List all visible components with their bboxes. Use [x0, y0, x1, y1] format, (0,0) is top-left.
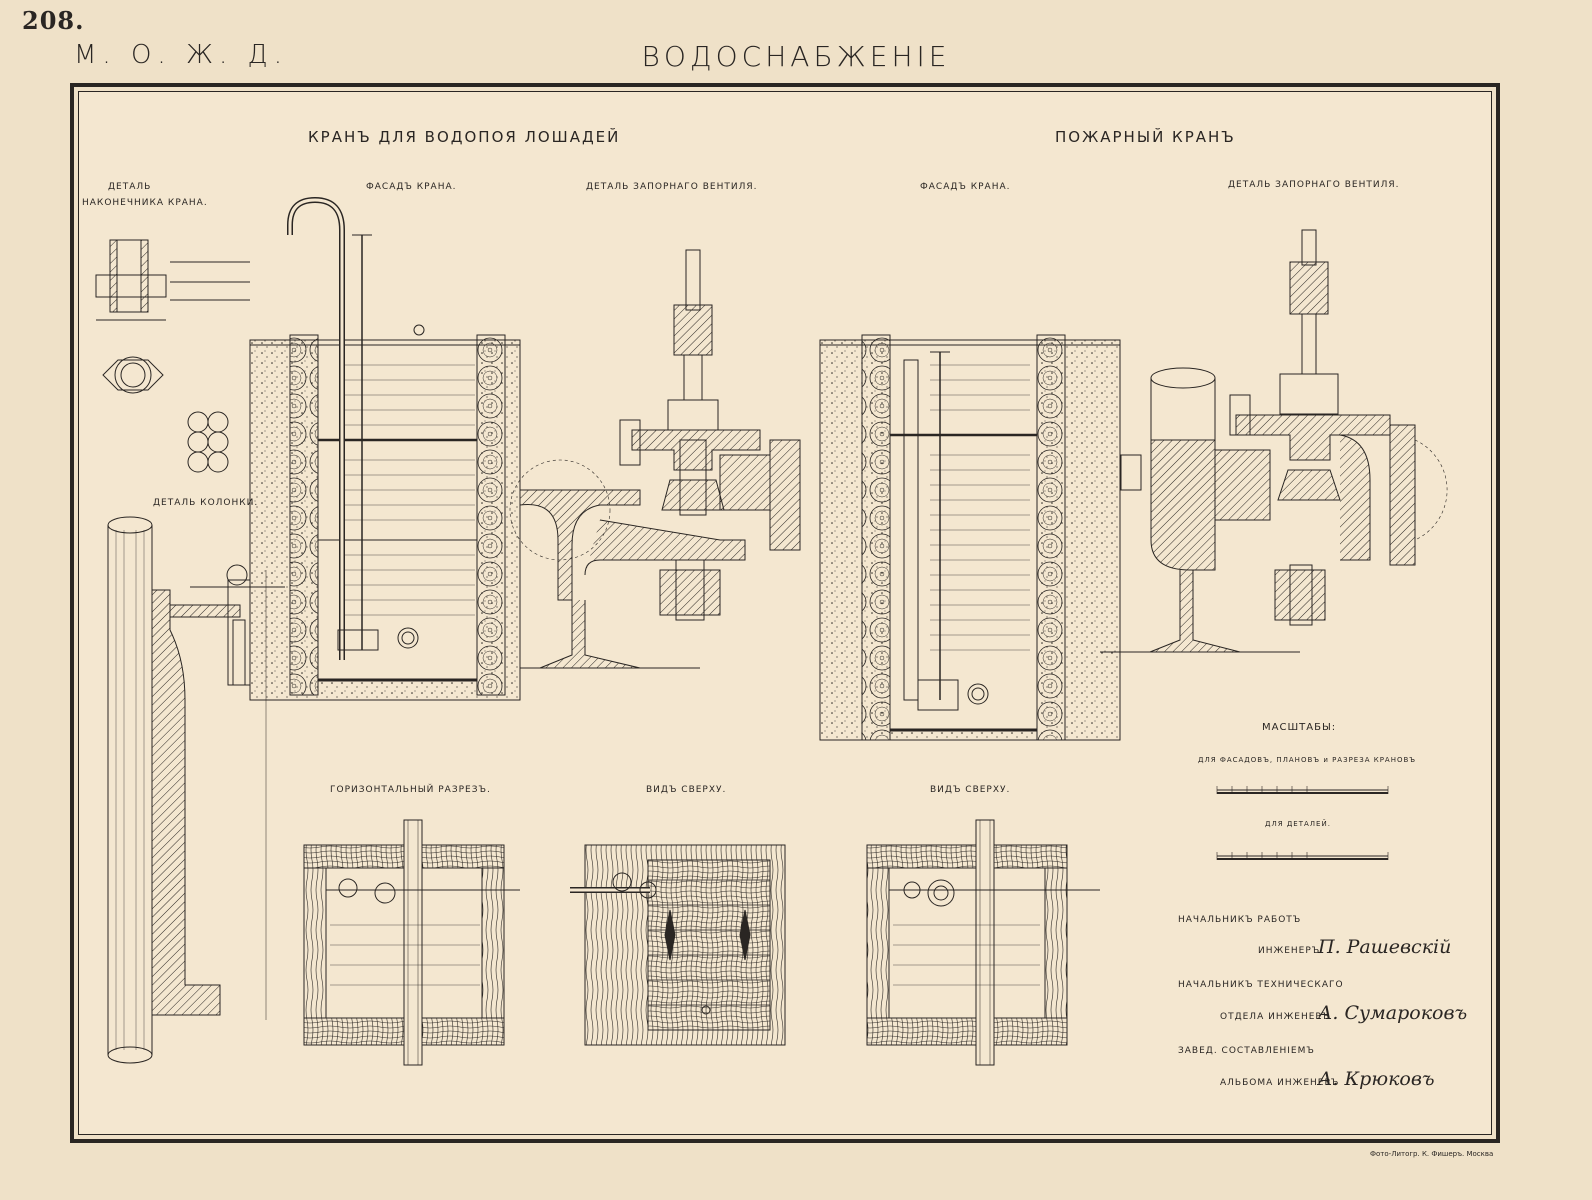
signature-engineer-3-title: АЛЬБОМА ИНЖЕНЕРЪ — [1220, 1078, 1340, 1088]
caption-facade-left: ФАСАДЪ КРАНА. — [366, 182, 457, 192]
fire-hydrant-pit — [819, 334, 1121, 741]
horizontal-section-drawing — [303, 819, 520, 1066]
outer-frame — [70, 83, 1500, 1143]
signature-engineer-1-name: П. Рашевскiй — [1318, 936, 1452, 958]
page-number: 208. — [22, 6, 85, 35]
section-title-horse-tap: КРАНЪ ДЛЯ ВОДОПОЯ ЛОШАДЕЙ — [308, 128, 621, 146]
caption-horizontal-section: ГОРИЗОНТАЛЬНЫЙ РАЗРЕЗЪ. — [330, 785, 491, 795]
caption-facade-right: ФАСАДЪ КРАНА. — [920, 182, 1011, 192]
caption-valve-detail-left: ДЕТАЛЬ ЗАПОРНАГО ВЕНТИЛЯ. — [586, 182, 758, 192]
fire-valve-detail — [1100, 229, 1448, 653]
tip-detail-drawing — [95, 239, 250, 473]
horse-tap-pit — [249, 196, 521, 701]
caption-column-detail: ДЕТАЛЬ КОЛОНКИ. — [153, 498, 259, 508]
top-view-1-drawing — [570, 844, 786, 1046]
signature-engineer-1-title: ИНЖЕНЕРЪ — [1258, 946, 1321, 956]
column-detail-drawing — [107, 516, 285, 1064]
top-view-2-drawing — [866, 819, 1100, 1066]
signature-head-technical: НАЧАЛЬНИКЪ ТЕХНИЧЕСКАГО — [1178, 980, 1344, 990]
railway-abbreviation: М. О. Ж. Д. — [74, 40, 288, 70]
signature-engineer-3-name: А. Крюковъ — [1318, 1068, 1435, 1090]
horse-valve-detail — [509, 249, 801, 669]
caption-valve-detail-right: ДЕТАЛЬ ЗАПОРНАГО ВЕНТИЛЯ. — [1228, 180, 1400, 190]
page-title: ВОДОСНАБЖЕНIЕ — [641, 40, 951, 73]
signature-head-of-works: НАЧАЛЬНИКЪ РАБОТЪ — [1178, 915, 1302, 925]
lithographer-credit: Фото-Литогр. К. Фишеръ. Москва — [1370, 1150, 1494, 1158]
caption-top-view-1: ВИДЪ СВЕРХУ. — [646, 785, 727, 795]
scales-title: МАСШТАБЫ: — [1262, 722, 1337, 733]
caption-tip-detail-1: ДЕТАЛЬ — [108, 182, 152, 192]
scale-bars — [1216, 786, 1389, 860]
scale-facades-label: ДЛЯ ФАСАДОВЪ, ПЛАНОВЪ и РАЗРЕЗА КРАНОВЪ — [1198, 756, 1417, 764]
section-title-fire-hydrant: ПОЖАРНЫЙ КРАНЪ — [1055, 128, 1236, 146]
signature-engineer-2-title: ОТДЕЛА ИНЖЕНЕРЪ — [1220, 1012, 1331, 1022]
caption-top-view-2: ВИДЪ СВЕРХУ. — [930, 785, 1011, 795]
signature-engineer-2-name: А. Сумароковъ — [1318, 1002, 1468, 1024]
scale-details-label: ДЛЯ ДЕТАЛЕЙ. — [1265, 820, 1331, 828]
signature-album-manager: ЗАВЕД. СОСТАВЛЕНIЕМЪ — [1178, 1046, 1315, 1056]
caption-tip-detail-2: НАКОНЕЧНИКА КРАНА. — [82, 198, 208, 208]
